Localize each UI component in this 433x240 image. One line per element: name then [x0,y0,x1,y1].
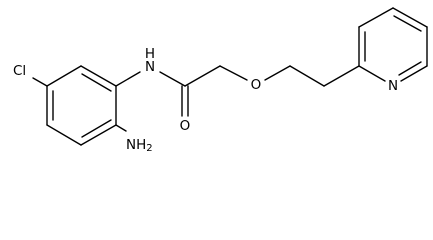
bond-ring1-c2-c3 [46,65,82,87]
carbonyl-oxygen-label: O [180,118,191,134]
bond-pyr-c4-c5 [392,7,428,28]
bond-ch2-ether-o [219,65,248,81]
bond-ring1-c5-c6 [80,124,117,146]
amino-subscript-text: 2 [146,143,152,154]
bond-ether-o-ch2 [264,65,291,81]
bond-pyr-double-3 [398,61,422,76]
bond-ch2-pyridine [323,65,360,87]
bond-ring1-double-1 [81,73,112,92]
bond-ring1-c4-c5 [46,124,82,146]
bond-ring1-double-3 [81,119,112,138]
bond-c3-chlorine [32,77,48,87]
pyridine-nitrogen-label: N [388,78,398,94]
bond-pyr-c3-c4 [358,7,394,28]
chlorine-label: Cl [13,63,26,79]
chemical-structure-diagram: Cl H N O O NH2 N [13,7,428,154]
amino-nh-text: NH [126,137,146,153]
ether-oxygen-label: O [251,77,262,93]
bond-c6-amino [115,124,127,132]
bond-carbonyl-c-ch2 [184,65,221,87]
amide-nitrogen-label: N [145,59,155,75]
bonds [32,7,428,146]
bond-pyr-n-c2 [358,65,386,82]
bond-n-carbonyl-c [159,71,186,87]
bond-ch2-ch2 [289,65,325,87]
bond-ring1-c1-c2 [80,65,117,87]
bond-pyr-double-2 [393,15,422,32]
amino-group-label: NH2 [126,137,153,154]
bond-pyr-c6-n [400,65,428,82]
amide-hydrogen-label: H [145,46,155,62]
bond-c1-amide-n [115,71,141,87]
atom-labels: Cl H N O O NH2 N [13,46,398,154]
